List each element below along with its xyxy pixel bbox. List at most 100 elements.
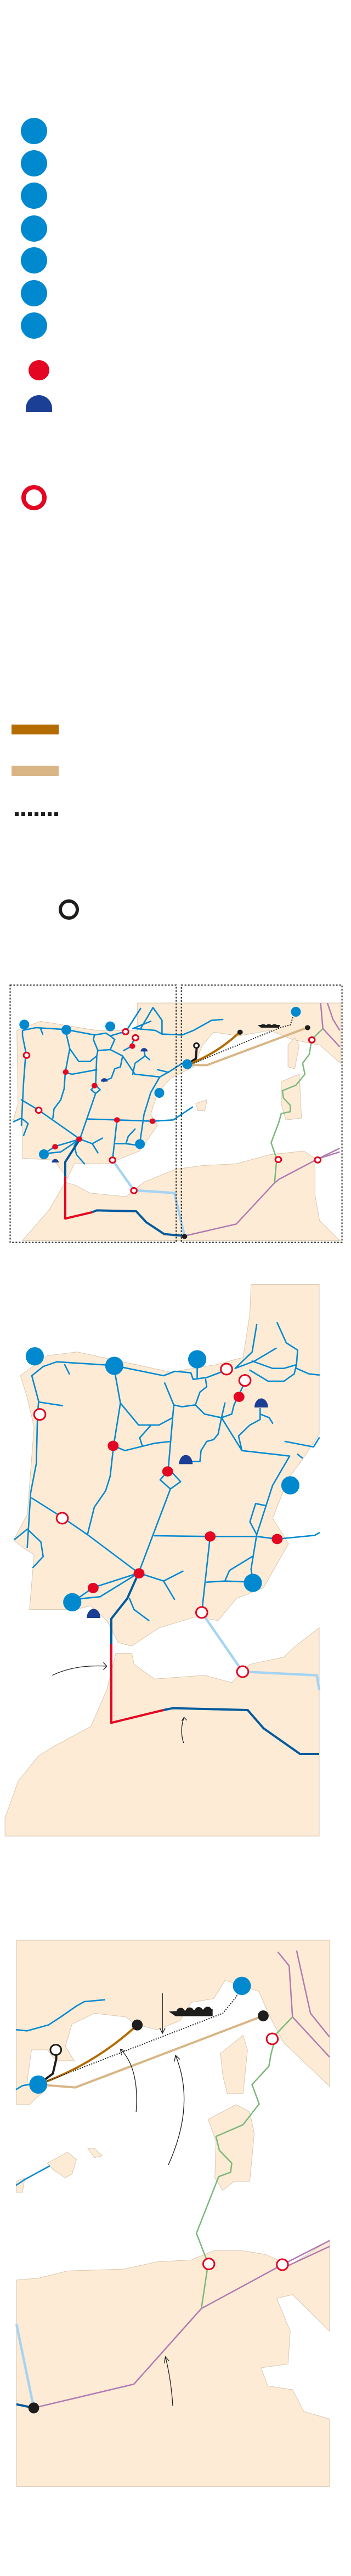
land-shape: [208, 2105, 254, 2191]
entry-point-marker: [196, 1607, 207, 1618]
lng-terminal-icon: [21, 150, 47, 176]
planned-terminal-ring-icon: [59, 899, 79, 920]
lng-terminal-marker: [29, 2075, 48, 2094]
pipeline-existing: [111, 1573, 319, 1754]
pipeline-highlight: [65, 1177, 92, 1219]
land: [5, 1284, 319, 1836]
compressor-station-marker: [162, 1466, 173, 1477]
entry-point-icon: [21, 485, 47, 510]
gas-network: [15, 1323, 319, 1754]
pipeline-green: [271, 1029, 322, 1183]
frame-left: [10, 985, 176, 1242]
lng-terminal-marker: [105, 1357, 123, 1375]
entry-point-marker: [131, 1188, 137, 1193]
compressor-station-marker: [114, 1117, 120, 1123]
pipeline-network: [15, 1323, 319, 1620]
entry-point-marker: [309, 1037, 315, 1042]
planned-terminal-marker: [50, 2045, 61, 2055]
lng-terminal-marker: [233, 1976, 251, 1995]
land-shape: [281, 1074, 302, 1120]
annotation-arrows: [52, 1662, 186, 1743]
compressor-station-marker: [63, 1069, 69, 1075]
pipeline-highlight: [111, 1644, 163, 1723]
compressor-station-marker: [271, 1534, 283, 1545]
markers: [19, 1007, 320, 1239]
planned-terminal-marker: [194, 1043, 199, 1048]
lng-terminal-marker: [105, 1021, 116, 1031]
markers: [25, 1347, 299, 1677]
annotation-arrow: [164, 2357, 173, 2406]
annotation-arrow: [168, 2055, 184, 2165]
entry-point-marker: [34, 1409, 46, 1420]
land-shape: [16, 1940, 330, 2105]
entry-point-marker: [203, 2259, 214, 2270]
entry-point-marker: [110, 1158, 116, 1163]
pipeline-tan: [38, 2016, 263, 2088]
pipeline-light: [16, 2324, 34, 2408]
terminal-point-marker: [304, 1025, 310, 1030]
terminal-point-marker: [168, 2007, 213, 2016]
pipeline-existing: [65, 1139, 184, 1236]
terminal-point-marker: [132, 2019, 143, 2031]
lng-terminal-marker: [291, 1007, 301, 1017]
entry-point-marker: [36, 1108, 42, 1113]
compressor-station-marker: [87, 1583, 99, 1593]
lng-terminal-icon: [21, 118, 47, 144]
terminal-point-marker: [258, 2010, 269, 2021]
compressor-station-marker: [149, 1118, 156, 1124]
entry-point-marker: [315, 1157, 321, 1162]
land-shape: [14, 1284, 319, 1646]
annotation-arrow: [182, 1717, 186, 1743]
land-shape: [16, 2240, 330, 2487]
lng-terminal-marker: [25, 1347, 44, 1366]
pipeline-brown: [191, 1032, 240, 1063]
gas-network: [14, 1003, 340, 1236]
lng-terminal-marker: [281, 1476, 299, 1495]
lng-terminal-marker: [182, 1059, 193, 1069]
entry-point-marker: [24, 1052, 30, 1058]
compressor-station-marker: [107, 1440, 119, 1451]
entry-point-marker: [239, 1375, 251, 1386]
land-shape: [220, 2035, 247, 2094]
land-shape: [288, 1038, 299, 1069]
pipeline-purple: [184, 1003, 339, 1236]
western-mediterranean-detail-map: [0, 1929, 351, 2499]
compressor-station-marker: [129, 1043, 135, 1049]
pipeline-purple: [34, 1951, 330, 2408]
pipeline-light: [112, 1160, 184, 1236]
lng-terminal-icon: [21, 183, 47, 209]
lng-terminal-marker: [63, 1593, 82, 1611]
shipping-route: [191, 1012, 295, 1064]
lng-terminal-icon: [21, 312, 47, 339]
entry-point-marker: [267, 2033, 278, 2044]
compressor-station-marker: [205, 1531, 216, 1542]
compressor-station-icon: [29, 360, 49, 380]
overview-map: [0, 976, 351, 1250]
lng-terminal-marker: [154, 1088, 165, 1098]
pipeline-light: [202, 1612, 319, 1690]
land-shape: [47, 2152, 76, 2178]
land-shape: [196, 1100, 207, 1111]
terminal-point-marker: [257, 1024, 280, 1028]
compressor-station-marker: [52, 1144, 58, 1150]
entry-point-marker: [237, 1666, 248, 1677]
terminal-point-marker: [182, 1234, 188, 1239]
compressor-station-marker: [91, 1082, 98, 1088]
lng-terminal-icon: [21, 215, 47, 242]
annotation-arrow: [52, 1662, 106, 1675]
annotation-arrow: [120, 2049, 137, 2112]
frame-right: [182, 985, 342, 1242]
lng-terminal-marker: [244, 1574, 262, 1592]
lng-terminal-marker: [188, 1350, 207, 1369]
land-shape: [88, 2148, 103, 2158]
pipeline-brown-icon: [12, 725, 59, 734]
pipeline-tan: [191, 1028, 307, 1065]
lng-terminal-icon: [21, 247, 47, 273]
entry-point-marker: [123, 1029, 129, 1034]
terminal-point-marker: [28, 2402, 39, 2414]
entry-point-marker: [56, 1513, 68, 1524]
lng-terminal-marker: [38, 1149, 49, 1159]
compressor-station-marker: [76, 1136, 82, 1142]
land-shape: [5, 1628, 319, 1836]
lng-terminal-marker: [61, 1025, 72, 1035]
